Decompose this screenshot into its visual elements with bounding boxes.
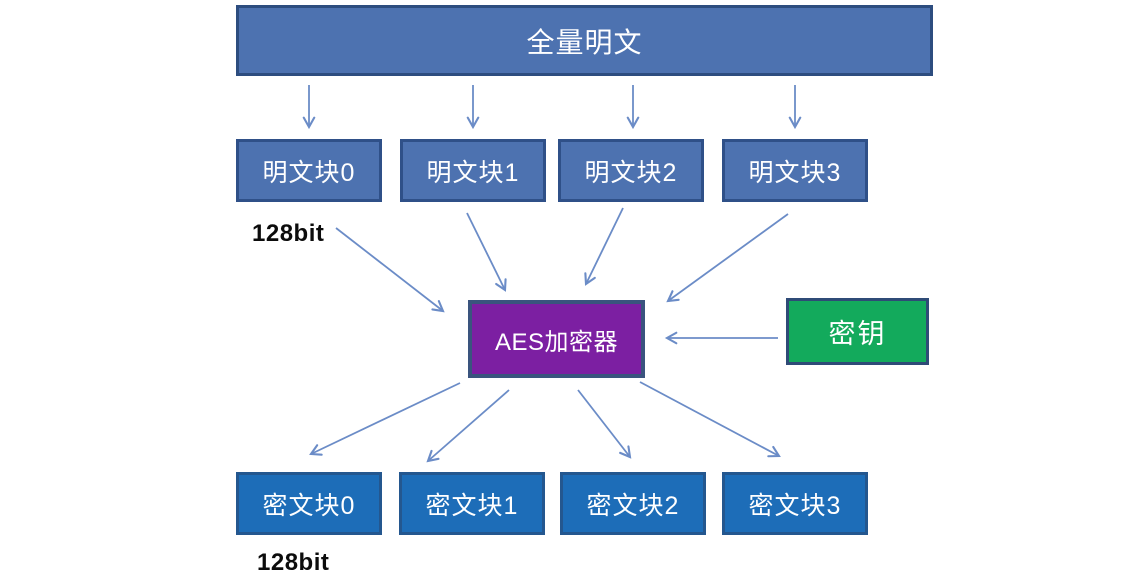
ciphertext-block-1: 密文块1 <box>399 472 545 535</box>
arrow-plainblock-3-to-encryptor <box>666 213 789 303</box>
plaintext-block-1: 明文块1 <box>400 139 546 202</box>
arrow-encryptor-to-cipherblock-3 <box>639 381 781 458</box>
plaintext-block-3: 明文块3 <box>722 139 868 202</box>
arrow-encryptor-to-cipherblock-1 <box>426 389 510 463</box>
plaintext-block-0: 明文块0 <box>236 139 382 202</box>
arrow-plainblock-0-to-encryptor <box>335 227 445 313</box>
full-plaintext-box: 全量明文 <box>236 5 933 76</box>
arrow-encryptor-to-cipherblock-2 <box>577 389 632 459</box>
ciphertext-block-2: 密文块2 <box>560 472 706 535</box>
key-box: 密钥 <box>786 298 929 365</box>
arrow-plainblock-1-to-encryptor <box>466 212 507 292</box>
ciphertext-block-3: 密文块3 <box>722 472 868 535</box>
arrow-encryptor-to-cipherblock-0 <box>309 382 461 456</box>
ciphertext-bit-size-label: 128bit <box>257 549 330 576</box>
aes-encryptor-box: AES加密器 <box>468 300 645 378</box>
plaintext-block-2: 明文块2 <box>558 139 704 202</box>
ciphertext-block-0: 密文块0 <box>236 472 382 535</box>
arrow-plainblock-2-to-encryptor <box>584 207 624 286</box>
plaintext-bit-size-label: 128bit <box>252 220 325 247</box>
